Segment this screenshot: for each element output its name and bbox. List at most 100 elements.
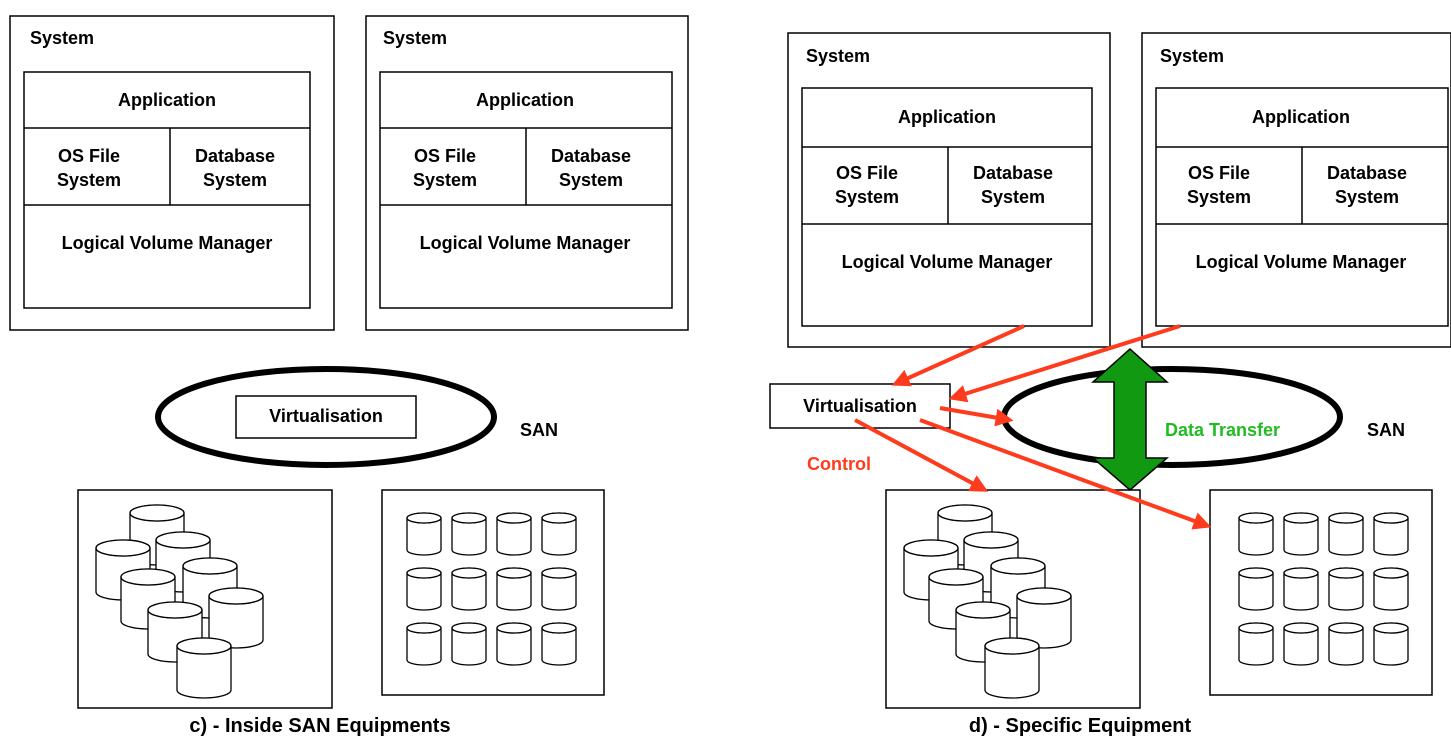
disk-top <box>1283 567 1319 579</box>
storage-array-frame <box>885 489 1141 709</box>
disk-cylinder <box>1283 567 1319 611</box>
disk-cylinder <box>451 512 487 556</box>
application-label: Application <box>1252 107 1350 127</box>
data-transfer-label: Data Transfer <box>1165 420 1281 440</box>
disk-top <box>496 512 532 524</box>
disk-cylinder <box>1283 622 1319 666</box>
disk-cylinder <box>1016 587 1072 649</box>
control-arrow <box>919 418 1212 530</box>
storage-array-frame <box>1209 489 1433 696</box>
disk-cylinder <box>208 587 264 649</box>
disk-top <box>928 568 984 586</box>
disk-top <box>1373 512 1409 524</box>
disk-top <box>129 504 185 522</box>
caption-d: d) - Specific Equipment <box>968 715 1192 737</box>
storage-array-frame <box>381 489 605 696</box>
logical-volume-manager-label: Logical Volume Manager <box>61 233 273 253</box>
disk-top <box>1016 587 1072 605</box>
database-system-label: Database System <box>550 146 632 190</box>
san-ellipse <box>1001 366 1343 468</box>
storage-array-frame <box>77 489 333 709</box>
os-file-system-label: OS File System <box>412 146 478 190</box>
control-arrow <box>948 324 1181 403</box>
database-system-label: Database System <box>1326 163 1408 207</box>
system-stack-box <box>801 87 1093 327</box>
disk-cylinder <box>406 622 442 666</box>
disk-cylinder <box>541 567 577 611</box>
disk-cylinder <box>496 512 532 556</box>
disk-top <box>1373 567 1409 579</box>
disk-cylinder <box>984 637 1040 699</box>
san-label: SAN <box>1367 420 1406 440</box>
disk-top <box>451 622 487 634</box>
disk-top <box>496 622 532 634</box>
disk-cylinder <box>1238 622 1274 666</box>
disk-cylinder <box>1283 512 1319 556</box>
disk-cylinder <box>496 567 532 611</box>
disk-top <box>95 539 151 557</box>
disk-top <box>1328 622 1364 634</box>
logical-volume-manager-label: Logical Volume Manager <box>1195 252 1407 272</box>
disk-cylinder <box>406 567 442 611</box>
disk-top <box>990 557 1046 575</box>
system-box <box>787 32 1111 348</box>
disk-top <box>541 622 577 634</box>
disk-top <box>182 557 238 575</box>
disk-top <box>903 539 959 557</box>
disk-top <box>1283 512 1319 524</box>
disk-top <box>1238 512 1274 524</box>
disk-top <box>1328 512 1364 524</box>
disk-top <box>176 637 232 655</box>
disk-cylinder <box>496 622 532 666</box>
system-box <box>9 15 335 331</box>
virtualisation-label: Virtualisation <box>803 396 917 416</box>
disk-top <box>120 568 176 586</box>
disk-top <box>937 504 993 522</box>
disk-cylinder <box>1373 622 1409 666</box>
disk-cylinder <box>1328 512 1364 556</box>
disk-cylinder <box>1328 622 1364 666</box>
disk-top <box>147 601 203 619</box>
database-system-label: Database System <box>972 163 1054 207</box>
control-label: Control <box>807 454 871 474</box>
os-file-system-label: OS File System <box>834 163 900 207</box>
system-stack-box <box>379 71 673 309</box>
disk-top <box>451 567 487 579</box>
disk-top <box>955 601 1011 619</box>
system-title: System <box>30 28 95 48</box>
system-stack-box <box>23 71 311 309</box>
disk-cylinder <box>1373 512 1409 556</box>
os-file-system-label: OS File System <box>1186 163 1252 207</box>
disk-top <box>451 512 487 524</box>
disk-top <box>155 531 211 549</box>
control-arrow <box>891 324 1025 387</box>
system-box <box>1141 32 1451 348</box>
system-title: System <box>1160 46 1225 66</box>
logical-volume-manager-label: Logical Volume Manager <box>841 252 1053 272</box>
disk-cylinder <box>451 622 487 666</box>
disk-top <box>963 531 1019 549</box>
application-label: Application <box>898 107 996 127</box>
disk-cylinder <box>1238 512 1274 556</box>
disk-top <box>496 567 532 579</box>
os-file-system-label: OS File System <box>56 146 122 190</box>
disk-cylinder <box>541 512 577 556</box>
system-title: System <box>806 46 871 66</box>
disk-top <box>1328 567 1364 579</box>
disk-top <box>406 622 442 634</box>
control-arrow <box>939 406 1014 427</box>
disk-cylinder <box>1373 567 1409 611</box>
disk-top <box>406 567 442 579</box>
disk-cylinder <box>1238 567 1274 611</box>
database-system-label: Database System <box>194 146 276 190</box>
system-stack-box <box>1155 87 1449 327</box>
system-box <box>365 15 689 331</box>
disk-cylinder <box>176 637 232 699</box>
disk-top <box>1373 622 1409 634</box>
disk-top <box>1238 622 1274 634</box>
application-label: Application <box>118 90 216 110</box>
disk-top <box>984 637 1040 655</box>
virtualisation-box <box>235 395 417 439</box>
